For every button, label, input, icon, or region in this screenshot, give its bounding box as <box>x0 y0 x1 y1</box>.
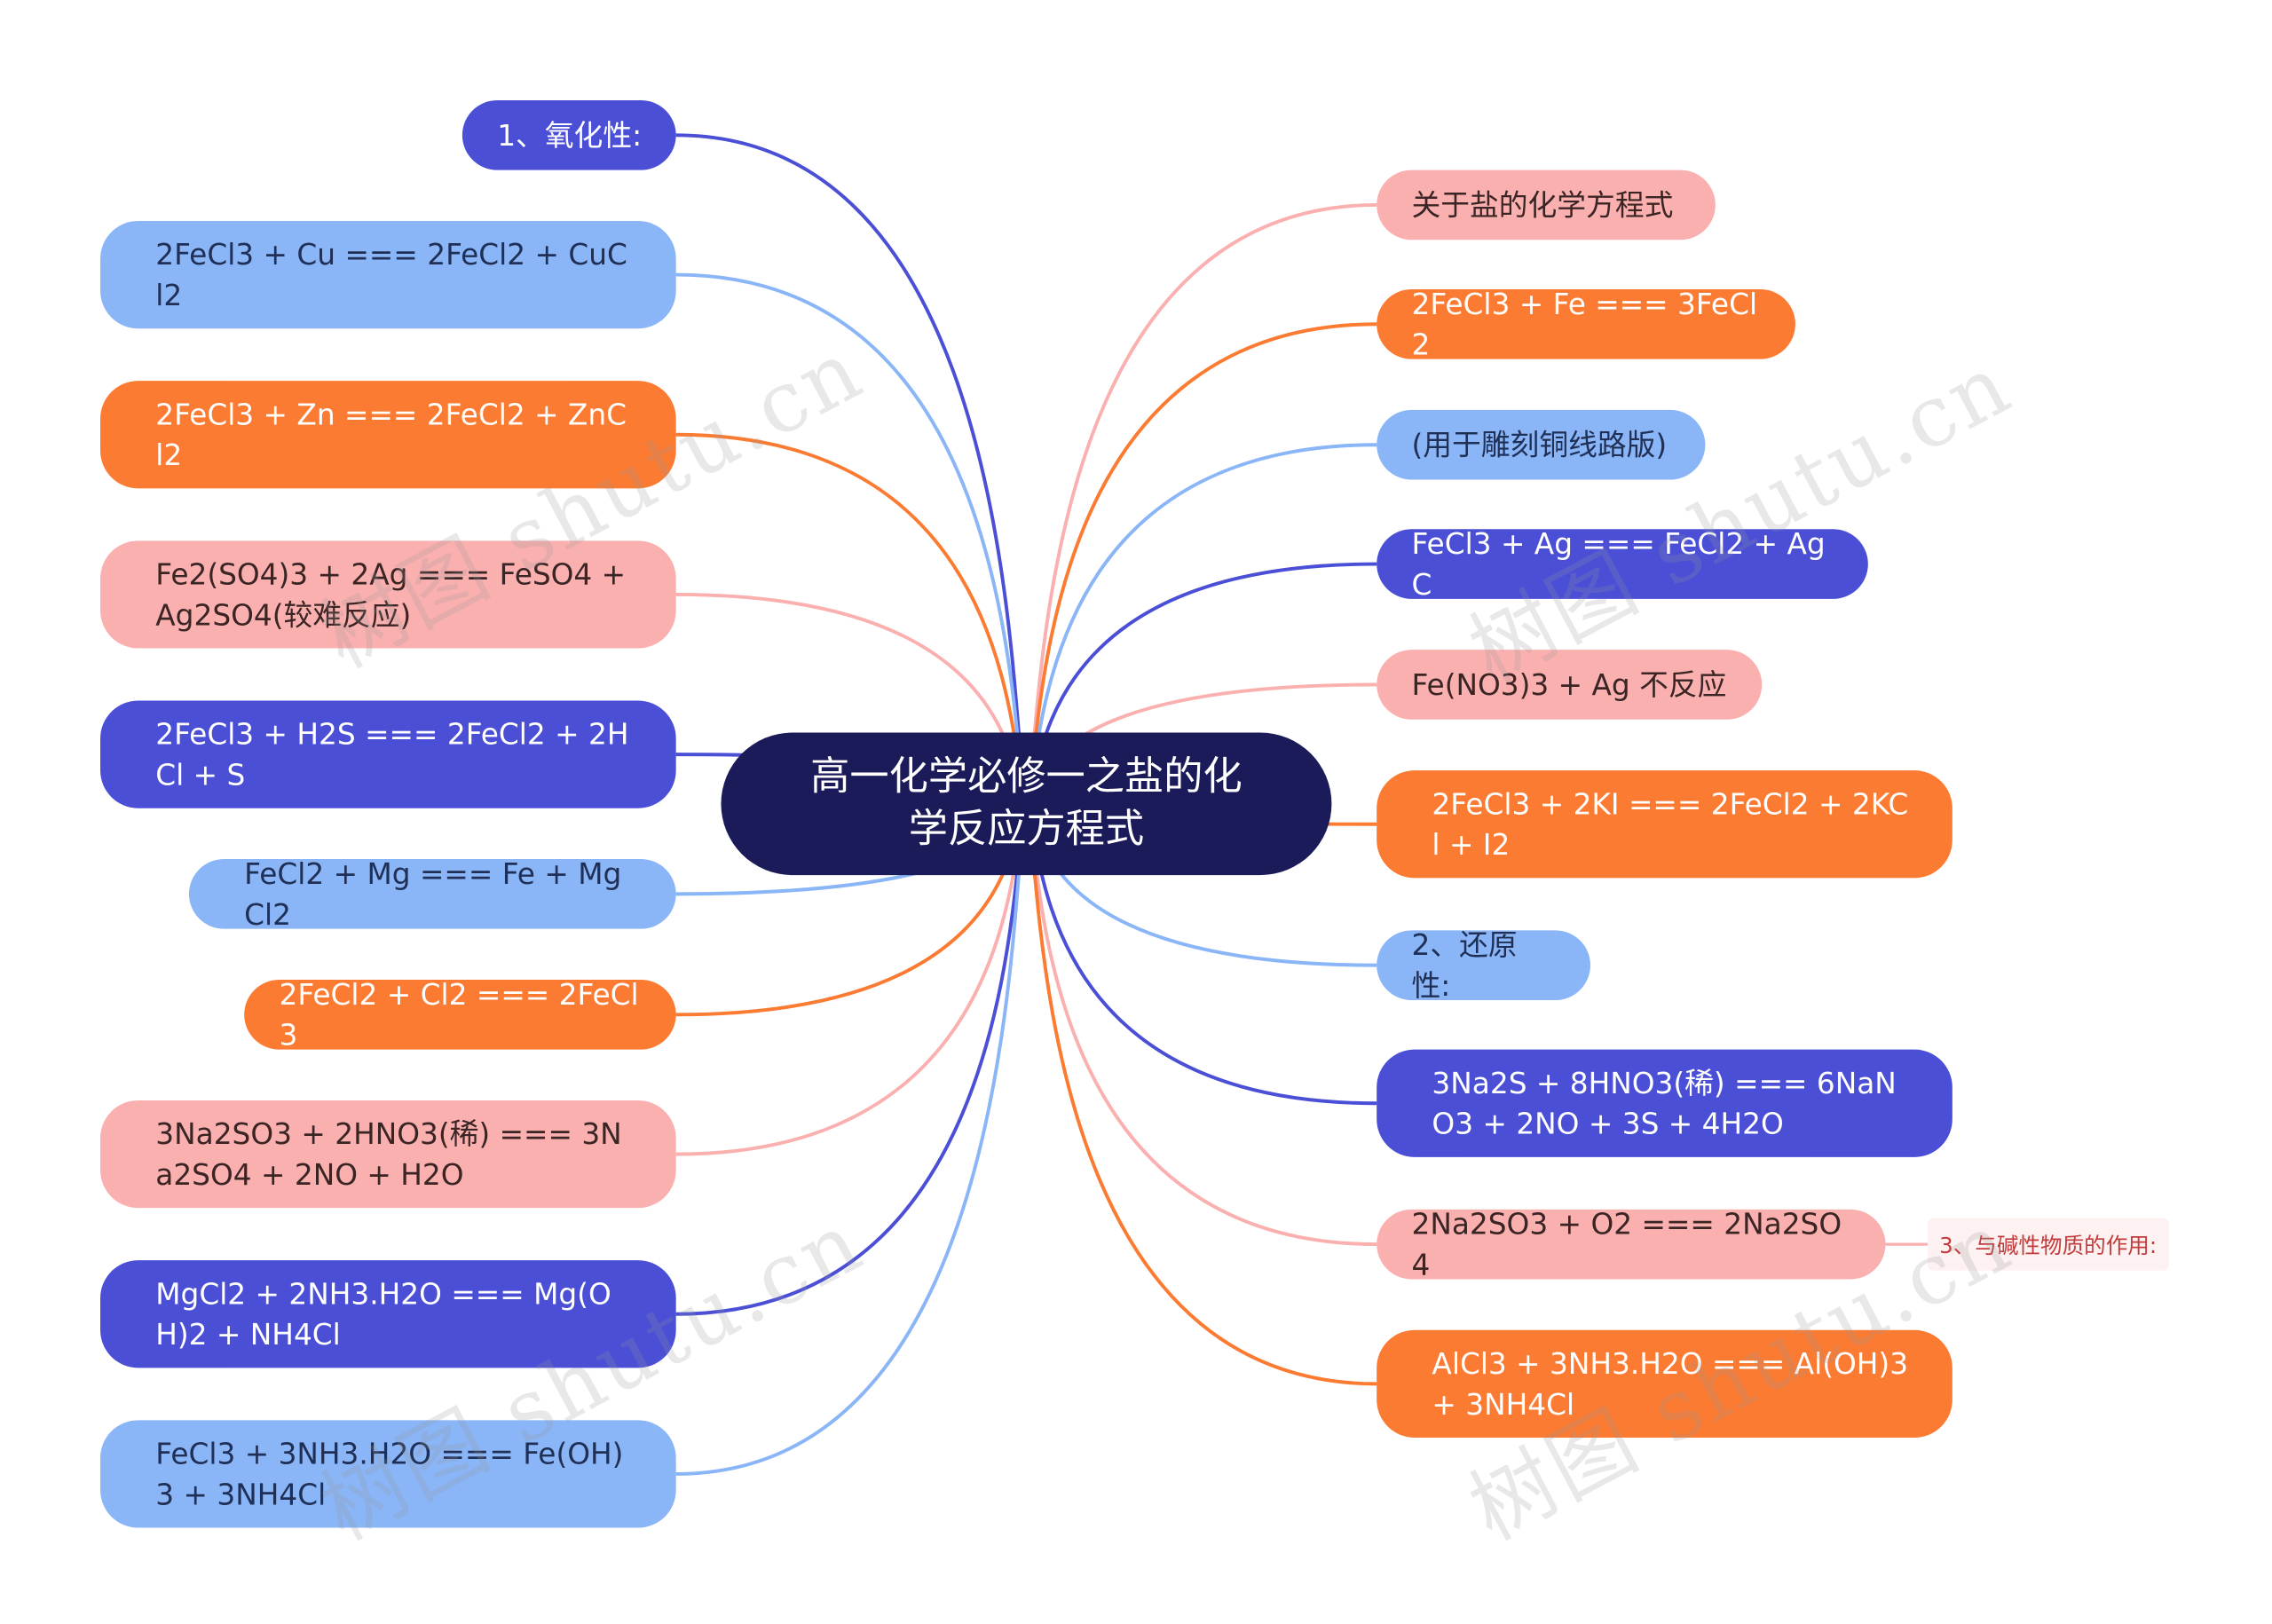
left-node-fecl3-h2s[interactable]: 2FeCl3 + H2S === 2FeCl2 + 2HCl + S <box>100 700 676 808</box>
right-node-fecl3-ki[interactable]: 2FeCl3 + 2KI === 2FeCl2 + 2KCl + I2 <box>1377 770 1952 879</box>
node-label: Fe(NO3)3 + Ag 不反应 <box>1411 666 1727 703</box>
right-node-fecl3-ag[interactable]: FeCl3 + Ag === FeCl2 + AgC <box>1377 526 1868 602</box>
connector-right-0 <box>1024 202 1377 805</box>
left-node-na2so3-hno3[interactable]: 3Na2SO3 + 2HNO3(稀) === 3Na2SO4 + 2NO + H… <box>100 1100 676 1209</box>
node-label: MgCl2 + 2NH3.H2O === Mg(OH)2 + NH4Cl <box>155 1276 611 1352</box>
node-label: 2FeCl2 + Cl2 === 2FeCl3 <box>279 976 639 1052</box>
node-label: FeCl3 + 3NH3.H2O === Fe(OH)3 + 3NH4Cl <box>155 1436 624 1512</box>
left-node-fecl2-cl2[interactable]: 2FeCl2 + Cl2 === 2FeCl3 <box>244 977 676 1052</box>
node-label: 2FeCl3 + 2KI === 2FeCl2 + 2KCl + I2 <box>1432 786 1909 863</box>
right-node-na2so3-o2[interactable]: 2Na2SO3 + O2 === 2Na2SO4 <box>1377 1207 1886 1282</box>
sub-node-label: 3、与碱性物质的作用: <box>1939 1232 2158 1258</box>
node-label: 2FeCl3 + Zn === 2FeCl2 + ZnCl2 <box>155 397 627 473</box>
right-node-feno33-ag[interactable]: Fe(NO3)3 + Ag 不反应 <box>1377 650 1763 720</box>
node-label: 1、氧化性: <box>497 117 643 153</box>
right-node-reducing-header[interactable]: 2、还原性: <box>1377 927 1590 1003</box>
left-node-mgcl2-nh3[interactable]: MgCl2 + 2NH3.H2O === Mg(OH)2 + NH4Cl <box>100 1260 676 1368</box>
left-node-fe2so43-ag[interactable]: Fe2(SO4)3 + 2Ag === FeSO4 + Ag2SO4(较难反应) <box>100 540 676 649</box>
node-label: FeCl2 + Mg === Fe + MgCl2 <box>244 855 622 932</box>
node-label: 3Na2SO3 + 2HNO3(稀) === 3Na2SO4 + 2NO + H… <box>155 1116 622 1193</box>
connector-left-1 <box>675 272 1029 805</box>
node-label: 2FeCl3 + Cu === 2FeCl2 + CuCl2 <box>155 236 627 313</box>
node-label: 关于盐的化学方程式 <box>1411 187 1674 223</box>
central-topic[interactable]: 高一化学必修一之盐的化学反应方程式 <box>721 732 1332 876</box>
node-label: 2Na2SO3 + O2 === 2Na2SO4 <box>1411 1206 1842 1282</box>
left-node-oxidizing-header[interactable]: 1、氧化性: <box>462 100 676 170</box>
left-node-fecl3-nh3[interactable]: FeCl3 + 3NH3.H2O === Fe(OH)3 + 3NH4Cl <box>100 1420 676 1528</box>
central-topic-label: 高一化学必修一之盐的化学反应方程式 <box>810 754 1242 852</box>
sub-node-alkaline-reaction[interactable]: 3、与碱性物质的作用: <box>1927 1218 2169 1271</box>
right-node-alcl3-nh3[interactable]: AlCl3 + 3NH3.H2O === Al(OH)3 + 3NH4Cl <box>1377 1329 1952 1438</box>
right-node-fecl3-fe[interactable]: 2FeCl3 + Fe === 3FeCl2 <box>1377 287 1795 362</box>
node-label: FeCl3 + Ag === FeCl2 + AgC <box>1411 525 1826 603</box>
node-label: 2FeCl3 + Fe === 3FeCl2 <box>1411 286 1758 362</box>
connector-left-9 <box>675 803 1029 1476</box>
node-label: (用于雕刻铜线路版) <box>1411 427 1668 462</box>
node-label: 2FeCl3 + H2S === 2FeCl2 + 2HCl + S <box>155 716 629 792</box>
right-node-copper-etching[interactable]: (用于雕刻铜线路版) <box>1377 409 1706 480</box>
node-label: AlCl3 + 3NH3.H2O === Al(OH)3 + 3NH4Cl <box>1432 1345 1909 1422</box>
node-label: 2、还原性: <box>1411 927 1518 1004</box>
left-node-fecl3-zn[interactable]: 2FeCl3 + Zn === 2FeCl2 + ZnCl2 <box>100 381 676 489</box>
right-node-salt-equations[interactable]: 关于盐的化学方程式 <box>1377 169 1716 240</box>
connector-left-0 <box>675 133 1029 805</box>
node-label: Fe2(SO4)3 + 2Ag === FeSO4 + Ag2SO4(较难反应) <box>155 556 627 633</box>
left-node-fecl3-cu[interactable]: 2FeCl3 + Cu === 2FeCl2 + CuCl2 <box>100 220 676 329</box>
right-node-na2s-hno3[interactable]: 3Na2S + 8HNO3(稀) === 6NaNO3 + 2NO + 3S +… <box>1377 1049 1952 1157</box>
node-label: 3Na2S + 8HNO3(稀) === 6NaNO3 + 2NO + 3S +… <box>1432 1065 1897 1141</box>
left-node-fecl2-mg[interactable]: FeCl2 + Mg === Fe + MgCl2 <box>188 856 676 932</box>
connector-left-8 <box>675 803 1029 1316</box>
